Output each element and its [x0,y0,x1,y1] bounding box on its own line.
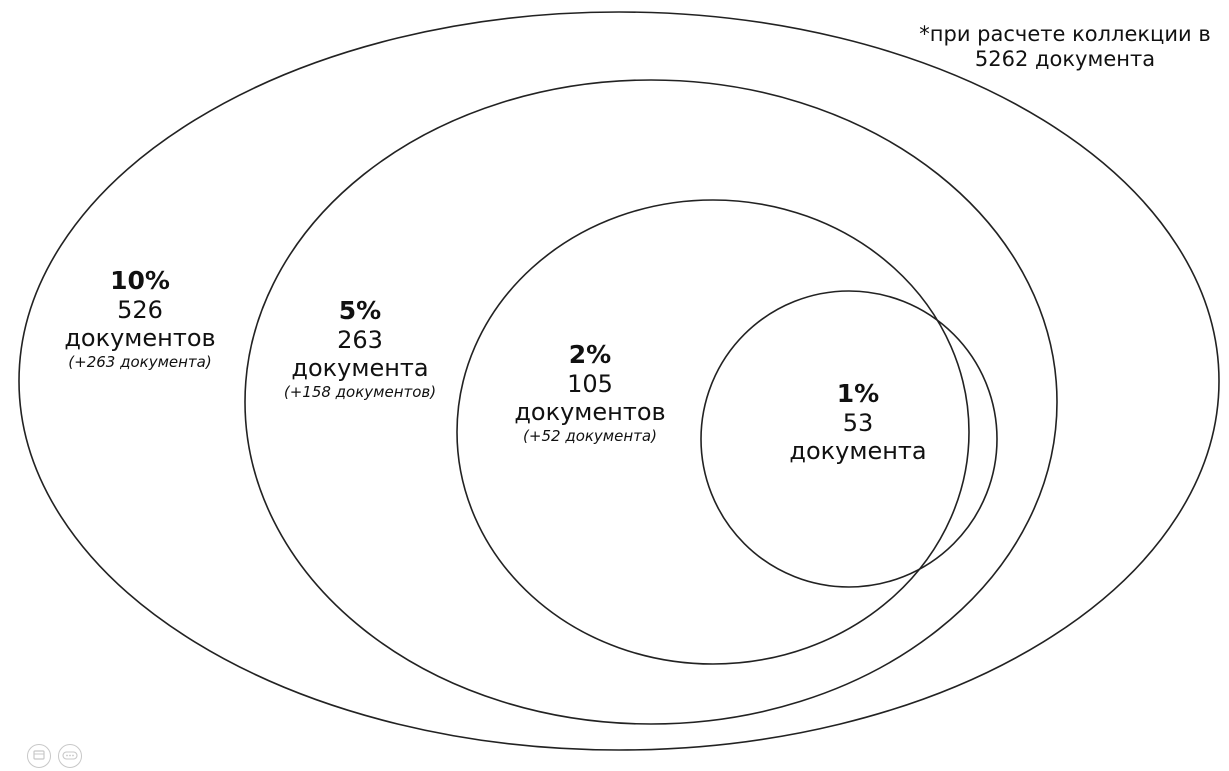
percent-value: 5% [338,296,382,325]
label-5-percent: 5% 263 документа (+158 документов) [250,296,470,402]
note-line-2: 5262 документа [974,47,1156,72]
ellipse-10-percent [18,11,1220,751]
ellipse-1-percent [700,290,998,588]
delta-note: (+263 документа) [68,353,212,372]
more-options-icon-glyph [62,751,78,760]
collection-size-note: *при расчете коллекции в 5262 документа [905,22,1225,72]
presentation-toolbar [0,739,100,768]
note-line-1: *при расчете коллекции в [919,22,1211,46]
presentation-icon[interactable] [27,744,51,768]
more-options-icon[interactable] [58,744,82,768]
ellipse-5-percent [244,79,1058,725]
document-count: 263 [337,325,383,354]
unit-label: документа [789,436,927,465]
unit-label: документа [291,353,429,382]
label-1-percent: 1% 53 документа [748,379,968,465]
percent-value: 10% [110,266,170,295]
document-count: 526 [117,295,163,324]
label-2-percent: 2% 105 документов (+52 документа) [480,340,700,446]
presentation-icon-glyph [33,750,45,760]
unit-label: документов [64,323,216,352]
delta-note: (+158 документов) [283,383,437,402]
percent-value: 2% [568,340,612,369]
percent-value: 1% [836,379,880,408]
delta-note: (+52 документа) [523,427,657,446]
ellipse-2-percent [456,199,970,665]
unit-label: документов [514,397,666,426]
document-count: 105 [567,369,613,398]
label-10-percent: 10% 526 документов (+263 документа) [30,266,250,372]
document-count: 53 [842,408,874,437]
